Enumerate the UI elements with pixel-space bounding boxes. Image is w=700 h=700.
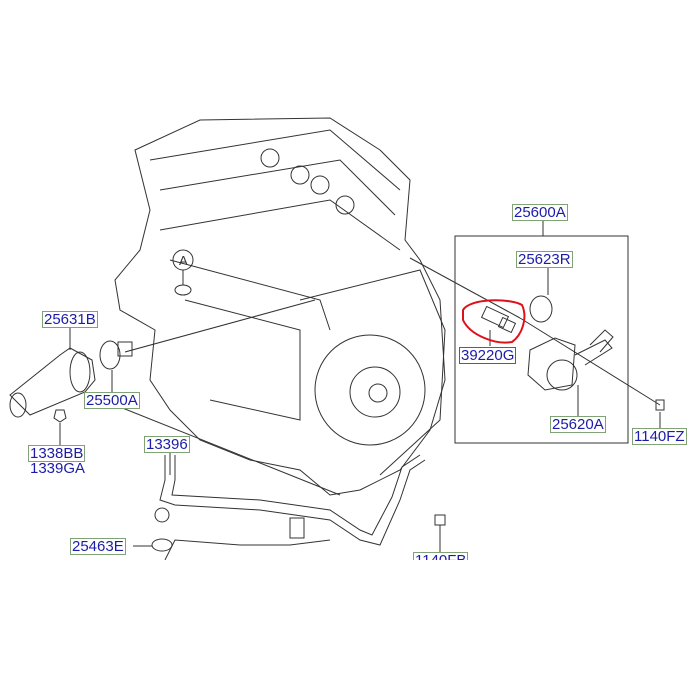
label-25623r[interactable]: 25623R xyxy=(516,251,573,268)
label-1140fz[interactable]: 1140FZ xyxy=(632,428,687,445)
bolt-icon xyxy=(655,399,665,411)
nut-icon xyxy=(53,409,67,423)
water-inlet-fitting xyxy=(9,347,96,418)
label-25463e[interactable]: 25463E xyxy=(70,538,126,555)
label-25620a[interactable]: 25620A xyxy=(550,416,606,433)
label-1338bb[interactable]: 1338BB xyxy=(28,445,86,462)
label-1339ga[interactable]: 1339GA xyxy=(30,460,86,477)
gasket-ring xyxy=(529,295,553,323)
label-39220g[interactable]: 39220G xyxy=(459,347,517,364)
temperature-sensor xyxy=(480,305,517,334)
sensor-highlight xyxy=(462,299,526,344)
label-25631b[interactable]: 25631B xyxy=(42,311,98,328)
engine-line-art: A xyxy=(9,117,665,560)
label-1140fb[interactable]: 1140FB xyxy=(413,552,469,560)
label-25600a[interactable]: 25600A xyxy=(512,204,568,221)
water-outlet-housing xyxy=(527,329,614,391)
parts-diagram: A 25600A 25623R 39220G 25620A 1140FZ 256… xyxy=(9,117,687,560)
callout-a: A xyxy=(179,253,188,268)
water-pipe xyxy=(151,454,426,560)
camshaft-caps xyxy=(260,148,355,215)
label-13396[interactable]: 13396 xyxy=(144,436,190,453)
label-25500a[interactable]: 25500A xyxy=(84,392,140,409)
flywheel xyxy=(314,334,426,446)
thermostat xyxy=(99,340,133,370)
